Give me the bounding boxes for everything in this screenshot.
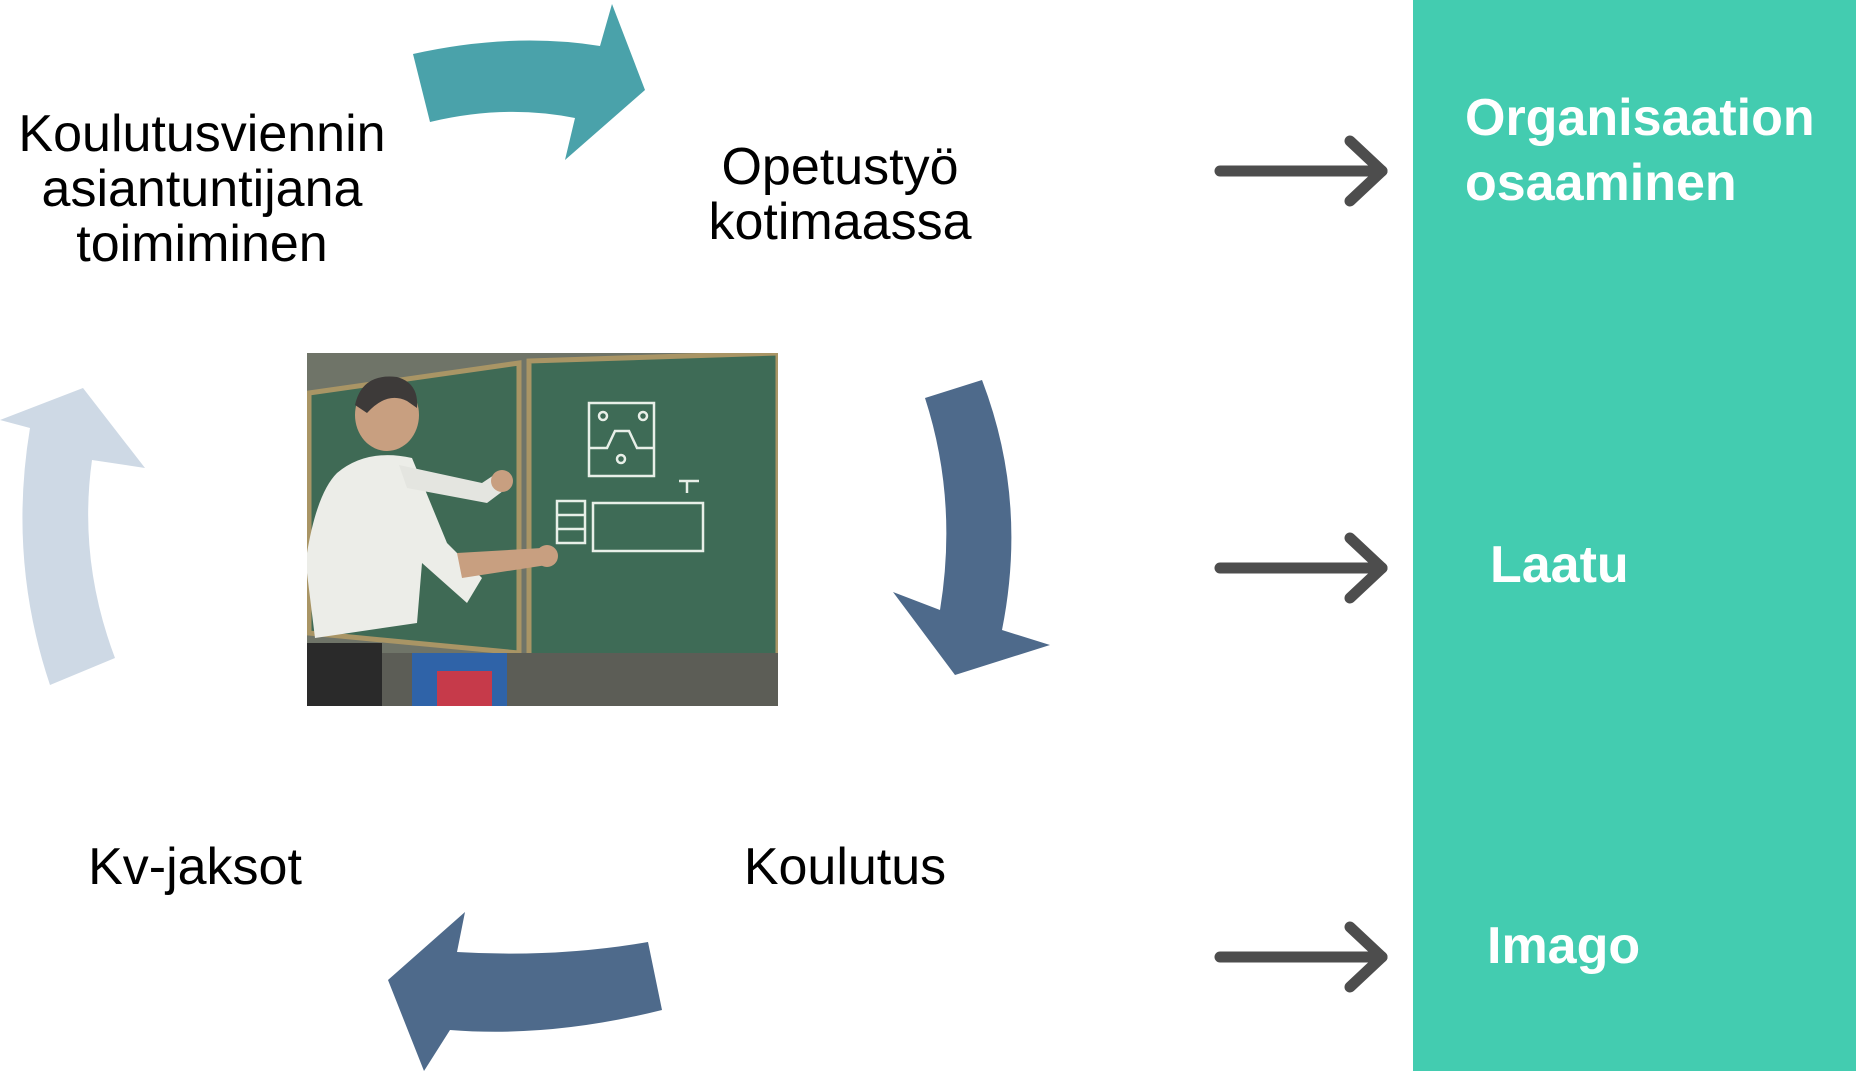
outcome-laatu: Laatu	[1490, 536, 1629, 594]
cycle-step-koulutus: Koulutus	[743, 838, 947, 896]
outcome-arrow-2	[1214, 532, 1388, 604]
outcome-arrow-1	[1214, 135, 1388, 207]
outcome-imago: Imago	[1487, 917, 1641, 975]
cycle-step-kv-jaksot: Kv-jaksot	[88, 838, 302, 896]
cycle-arrow-left	[0, 388, 145, 685]
cycle-step-opetustyo: Opetustyö kotimaassa	[708, 138, 972, 251]
outcome-arrow-3	[1214, 921, 1388, 993]
cycle-arrow-top	[413, 4, 645, 160]
teacher-chalkboard-photo	[307, 353, 778, 706]
outcome-organisaation-osaaminen: Organisaation osaaminen	[1465, 89, 1815, 212]
cycle-arrow-bottom	[388, 912, 662, 1071]
cycle-arrow-right	[893, 380, 1050, 675]
cycle-step-koulutusvienti: Koulutusviennin asiantuntijana toimimine…	[18, 105, 386, 273]
outcomes-panel	[1413, 0, 1856, 1071]
